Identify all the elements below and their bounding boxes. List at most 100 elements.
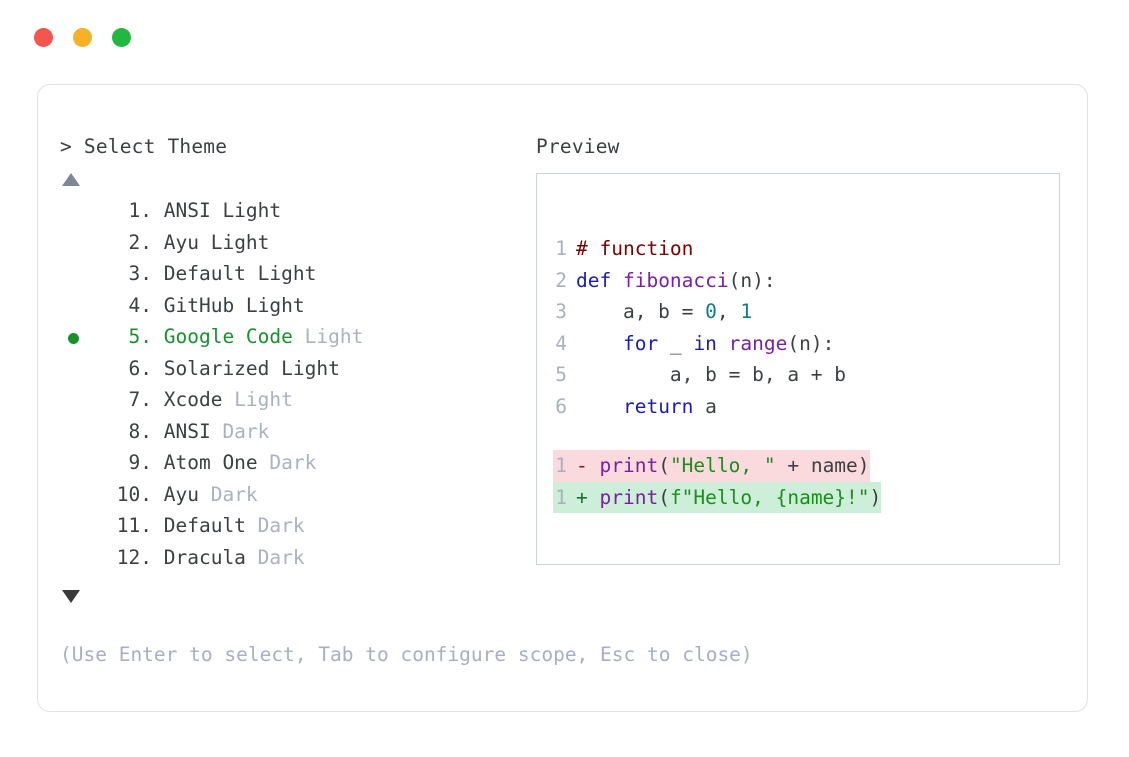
theme-list-item[interactable]: 11. Default Dark bbox=[60, 510, 490, 542]
theme-item-name: Ayu bbox=[152, 482, 199, 506]
code-token-plain bbox=[576, 395, 623, 418]
theme-list-item[interactable]: 1. ANSI Light bbox=[60, 195, 490, 227]
code-line-number: 1 bbox=[555, 237, 567, 260]
theme-item-variant: Dark bbox=[210, 419, 270, 443]
theme-item-number: 4. bbox=[116, 293, 153, 317]
theme-item-name: ANSI bbox=[152, 419, 211, 443]
diff-preview: 1- print("Hello, " + name)1+ print(f"Hel… bbox=[553, 450, 882, 513]
code-line-number: 5 bbox=[555, 363, 567, 386]
theme-list-item[interactable]: 3. Default Light bbox=[60, 258, 490, 290]
keyboard-hint: (Use Enter to select, Tab to configure s… bbox=[60, 643, 753, 666]
code-token-plain: a, b = bbox=[576, 300, 706, 323]
code-token-plain: (n): bbox=[728, 268, 776, 292]
preview-title: Preview bbox=[536, 135, 620, 158]
diff-sign-add: + bbox=[576, 485, 600, 509]
code-line: 4 for _ in range(n): bbox=[553, 328, 846, 360]
code-token-plain: ( bbox=[658, 454, 670, 477]
code-line-number: 4 bbox=[555, 331, 567, 355]
code-line-number: 3 bbox=[555, 300, 567, 323]
theme-list: 1. ANSI Light 2. Ayu Light 3. Default Li… bbox=[60, 195, 490, 573]
code-token-plain: _ bbox=[658, 331, 694, 355]
code-token-keyword: in bbox=[693, 331, 717, 355]
code-line: 1 # function bbox=[553, 233, 846, 265]
theme-list-item[interactable]: 4. GitHub Light bbox=[60, 290, 490, 322]
theme-item-variant: Dark bbox=[245, 514, 305, 537]
code-token-plain: (n): bbox=[787, 331, 835, 355]
triangle-up-icon[interactable] bbox=[62, 173, 80, 186]
theme-item-number: 5. bbox=[116, 325, 153, 348]
theme-item-name: Google Code bbox=[152, 325, 293, 348]
theme-item-number: 3. bbox=[116, 262, 153, 285]
code-line: 5 a, b = b, a + b bbox=[553, 359, 846, 391]
code-token-plain bbox=[576, 332, 623, 355]
theme-list-item[interactable]: 12. Dracula Dark bbox=[60, 542, 490, 574]
minimize-button[interactable] bbox=[73, 28, 92, 47]
code-token-str: f"Hello, {name}!" bbox=[669, 485, 870, 509]
diff-line: 1- print("Hello, " + name) bbox=[553, 450, 870, 482]
code-line-number: 2 bbox=[555, 268, 567, 292]
maximize-button[interactable] bbox=[112, 28, 131, 47]
theme-item-variant: Light bbox=[198, 230, 270, 254]
theme-item-name: GitHub bbox=[152, 293, 235, 317]
diff-line-number: 1 bbox=[555, 454, 567, 477]
theme-list-item[interactable]: 6. Solarized Light bbox=[60, 353, 490, 385]
theme-item-number: 9. bbox=[116, 451, 153, 474]
theme-item-number: 8. bbox=[116, 419, 153, 443]
code-token-comment: # function bbox=[576, 237, 694, 260]
theme-item-variant: Light bbox=[245, 262, 317, 285]
theme-list-item[interactable]: 10. Ayu Dark bbox=[60, 479, 490, 511]
window-titlebar bbox=[34, 28, 131, 47]
code-token-num: 1 bbox=[740, 300, 753, 323]
theme-item-number: 7. bbox=[116, 388, 153, 411]
code-token-plain: a bbox=[693, 394, 717, 418]
theme-item-variant: Dark bbox=[245, 545, 305, 569]
theme-list-item[interactable]: 5. Google Code Light bbox=[60, 321, 490, 353]
code-token-fn: print bbox=[599, 454, 659, 477]
code-token-fn: range bbox=[728, 331, 788, 355]
code-line: 3 a, b = 0, 1 bbox=[553, 296, 846, 328]
theme-item-number: 1. bbox=[116, 199, 153, 222]
theme-item-number: 12. bbox=[116, 545, 152, 569]
code-token-keyword: for bbox=[622, 331, 659, 355]
theme-item-number: 10. bbox=[116, 482, 152, 506]
theme-picker-card: > Select Theme Preview 1. ANSI Light 2. … bbox=[37, 84, 1088, 712]
selected-bullet-icon bbox=[68, 332, 79, 344]
code-token-plain: a, b = b, a + b bbox=[576, 363, 847, 386]
select-theme-title: > Select Theme bbox=[60, 135, 228, 158]
diff-line-number: 1 bbox=[555, 485, 567, 509]
triangle-down-icon[interactable] bbox=[62, 590, 80, 603]
code-token-keyword: return bbox=[622, 394, 694, 418]
theme-item-variant: Light bbox=[269, 356, 340, 380]
code-token-plain: , bbox=[716, 300, 741, 323]
code-token-str: "Hello, " bbox=[669, 454, 776, 477]
close-button[interactable] bbox=[34, 28, 53, 47]
diff-row-del: 1- print("Hello, " + name) bbox=[553, 450, 881, 482]
code-token-num: 0 bbox=[705, 300, 717, 323]
code-token-plain: ) bbox=[869, 485, 882, 509]
theme-list-item[interactable]: 2. Ayu Light bbox=[60, 227, 490, 259]
theme-item-name: Default bbox=[152, 514, 246, 537]
code-token-keyword: def bbox=[576, 268, 623, 292]
code-token-plain bbox=[717, 332, 729, 355]
diff-row-add: 1+ print(f"Hello, {name}!") bbox=[553, 481, 882, 513]
theme-item-variant: Dark bbox=[198, 482, 258, 506]
theme-item-name: Atom One bbox=[152, 451, 258, 474]
theme-item-name: Xcode bbox=[152, 388, 223, 411]
theme-item-number: 11. bbox=[116, 514, 152, 537]
theme-item-number: 2. bbox=[116, 230, 153, 254]
theme-item-name: Default bbox=[152, 262, 246, 285]
code-line-number: 6 bbox=[555, 394, 567, 418]
theme-item-variant: Light bbox=[222, 388, 293, 411]
theme-item-variant: Light bbox=[292, 325, 364, 348]
theme-list-item[interactable]: 8. ANSI Dark bbox=[60, 416, 490, 448]
theme-list-item[interactable]: 9. Atom One Dark bbox=[60, 447, 490, 479]
code-token-fn: print bbox=[599, 485, 659, 509]
theme-item-variant: Dark bbox=[257, 451, 317, 474]
theme-list-item[interactable]: 7. Xcode Light bbox=[60, 384, 490, 416]
code-line: 6 return a bbox=[553, 391, 846, 423]
theme-item-name: Ayu bbox=[152, 230, 199, 254]
